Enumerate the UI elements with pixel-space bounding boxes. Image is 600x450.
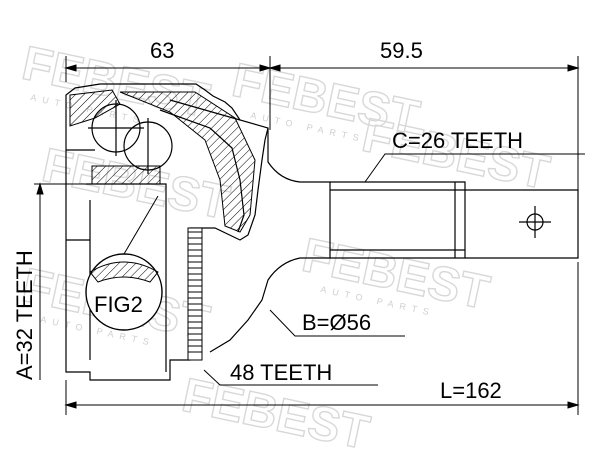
arrow-59-left bbox=[268, 64, 281, 72]
abs-ring bbox=[187, 227, 203, 361]
leader-diameter-b bbox=[269, 309, 405, 337]
shaft-spline bbox=[330, 181, 466, 259]
label-spline-c: C=26 TEETH bbox=[392, 128, 523, 153]
shaft-neck bbox=[209, 128, 331, 353]
dim-label-59-5: 59.5 bbox=[380, 38, 423, 63]
fig2-label: FIG2 bbox=[94, 292, 143, 317]
label-spline-a: A=32 TEETH bbox=[12, 250, 37, 380]
abs-ring-body bbox=[187, 227, 203, 361]
arrow-a-top bbox=[36, 182, 44, 195]
abs-ring-teeth bbox=[188, 231, 202, 353]
leader-abs bbox=[203, 369, 378, 386]
leader-spline-c bbox=[364, 153, 585, 183]
bottom-dimension bbox=[64, 262, 580, 415]
label-abs-ring: 48 TEETH bbox=[230, 360, 332, 385]
leaders bbox=[203, 153, 585, 386]
balls bbox=[88, 100, 173, 174]
arrow-63-right bbox=[259, 64, 272, 72]
left-dimension bbox=[34, 182, 86, 380]
dim-label-63: 63 bbox=[150, 38, 174, 63]
shaft bbox=[209, 128, 579, 353]
dim-label-total: L=162 bbox=[440, 378, 502, 403]
fig2-detail: FIG2 bbox=[85, 195, 163, 331]
top-dimensions bbox=[64, 56, 580, 190]
housing-outline bbox=[65, 83, 269, 381]
housing-hatch-corner bbox=[69, 89, 121, 127]
arrow-63-left bbox=[64, 64, 77, 72]
label-diameter-b: B=Ø56 bbox=[302, 310, 371, 335]
housing-hatch-upper bbox=[119, 91, 256, 233]
fig2-hatch bbox=[89, 261, 159, 283]
shaft-end bbox=[465, 189, 579, 259]
arrow-total-left bbox=[64, 401, 77, 409]
inner-race-hatch bbox=[91, 165, 161, 185]
fig2-leader bbox=[123, 195, 159, 255]
arrow-total-right bbox=[567, 401, 580, 409]
watermark-brand-6: FEBEST bbox=[358, 109, 554, 200]
arrow-59-right bbox=[567, 64, 580, 72]
housing-steps bbox=[66, 149, 95, 241]
